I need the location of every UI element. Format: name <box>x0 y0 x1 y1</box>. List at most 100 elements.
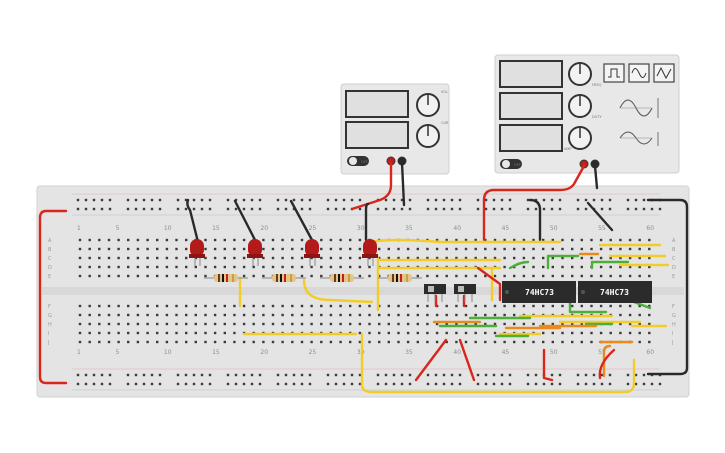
breadboard-hole[interactable] <box>84 198 88 202</box>
breadboard-hole[interactable] <box>628 247 632 251</box>
breadboard-hole[interactable] <box>542 207 546 211</box>
breadboard-hole[interactable] <box>310 313 313 317</box>
breadboard-hole[interactable] <box>226 382 230 386</box>
breadboard-hole[interactable] <box>242 322 246 326</box>
breadboard-hole[interactable] <box>492 373 496 377</box>
breadboard-hole[interactable] <box>342 373 346 377</box>
breadboard-hole[interactable] <box>208 382 212 386</box>
breadboard-hole[interactable] <box>276 382 280 386</box>
breadboard-hole[interactable] <box>308 207 312 211</box>
breadboard-hole[interactable] <box>590 256 593 260</box>
breadboard-hole[interactable] <box>648 238 651 242</box>
breadboard-hole[interactable] <box>493 304 497 308</box>
breadboard-hole[interactable] <box>78 256 82 260</box>
breadboard-hole[interactable] <box>592 382 596 386</box>
breadboard-hole[interactable] <box>271 340 275 344</box>
breadboard-hole[interactable] <box>252 304 255 308</box>
breadboard-hole[interactable] <box>175 247 178 251</box>
breadboard-hole[interactable] <box>233 247 236 251</box>
breadboard-hole[interactable] <box>213 265 217 269</box>
breadboard-hole[interactable] <box>98 238 101 242</box>
breadboard-hole[interactable] <box>194 322 197 326</box>
breadboard-hole[interactable] <box>580 247 583 251</box>
breadboard-hole[interactable] <box>642 373 646 377</box>
breadboard-hole[interactable] <box>117 304 120 308</box>
breadboard-hole[interactable] <box>117 238 120 242</box>
breadboard-hole[interactable] <box>204 238 207 242</box>
breadboard-hole[interactable] <box>571 265 574 269</box>
breadboard-hole[interactable] <box>628 313 632 317</box>
breadboard-hole[interactable] <box>522 265 526 269</box>
breadboard-hole[interactable] <box>608 382 612 386</box>
breadboard-hole[interactable] <box>88 340 91 344</box>
breadboard-hole[interactable] <box>78 265 82 269</box>
breadboard-hole[interactable] <box>233 265 236 269</box>
breadboard-hole[interactable] <box>626 382 630 386</box>
breadboard-hole[interactable] <box>542 198 546 202</box>
breadboard-hole[interactable] <box>619 265 622 269</box>
breadboard-hole[interactable] <box>213 238 217 242</box>
breadboard-hole[interactable] <box>493 322 497 326</box>
breadboard-hole[interactable] <box>464 238 468 242</box>
breadboard-hole[interactable] <box>634 373 638 377</box>
breadboard-hole[interactable] <box>406 331 410 335</box>
breadboard-hole[interactable] <box>329 340 333 344</box>
breadboard-hole[interactable] <box>258 198 262 202</box>
breadboard-hole[interactable] <box>136 256 140 260</box>
breadboard-hole[interactable] <box>551 274 554 278</box>
breadboard-hole[interactable] <box>628 265 632 269</box>
breadboard-hole[interactable] <box>599 265 603 269</box>
breadboard-hole[interactable] <box>136 304 140 308</box>
breadboard-hole[interactable] <box>100 207 104 211</box>
breadboard-hole[interactable] <box>368 331 371 335</box>
breadboard-hole[interactable] <box>339 313 342 317</box>
breadboard-hole[interactable] <box>342 207 346 211</box>
breadboard-hole[interactable] <box>320 265 323 269</box>
breadboard-hole[interactable] <box>464 274 468 278</box>
breadboard-hole[interactable] <box>628 238 632 242</box>
breadboard-hole[interactable] <box>584 382 588 386</box>
breadboard-hole[interactable] <box>522 238 526 242</box>
slide-switches[interactable] <box>424 284 476 302</box>
breadboard-hole[interactable] <box>184 373 188 377</box>
breadboard-hole[interactable] <box>233 304 236 308</box>
breadboard-hole[interactable] <box>571 322 574 326</box>
breadboard-hole[interactable] <box>233 322 236 326</box>
breadboard-hole[interactable] <box>534 207 538 211</box>
breadboard-hole[interactable] <box>146 247 149 251</box>
breadboard-hole[interactable] <box>271 304 275 308</box>
breadboard-hole[interactable] <box>408 198 412 202</box>
breadboard-hole[interactable] <box>378 256 381 260</box>
breadboard-hole[interactable] <box>204 304 207 308</box>
breadboard-hole[interactable] <box>165 238 169 242</box>
breadboard-hole[interactable] <box>580 304 583 308</box>
breadboard-hole[interactable] <box>175 313 178 317</box>
breadboard-hole[interactable] <box>329 256 333 260</box>
breadboard-hole[interactable] <box>176 382 180 386</box>
breadboard-hole[interactable] <box>271 247 275 251</box>
breadboard-hole[interactable] <box>458 198 462 202</box>
breadboard-hole[interactable] <box>542 340 545 344</box>
breadboard-hole[interactable] <box>117 331 120 335</box>
breadboard-hole[interactable] <box>638 274 641 278</box>
breadboard-hole[interactable] <box>358 247 362 251</box>
breadboard-hole[interactable] <box>349 265 352 269</box>
breadboard-hole[interactable] <box>358 331 362 335</box>
breadboard-hole[interactable] <box>194 313 197 317</box>
breadboard-hole[interactable] <box>476 373 480 377</box>
breadboard-hole[interactable] <box>150 198 154 202</box>
led-4[interactable] <box>362 239 378 266</box>
breadboard-hole[interactable] <box>358 382 362 386</box>
breadboard-hole[interactable] <box>474 238 477 242</box>
power-supply-small[interactable]: VOL CUR OFF <box>340 83 450 175</box>
led-3[interactable] <box>304 239 320 266</box>
breadboard-hole[interactable] <box>156 331 159 335</box>
breadboard-hole[interactable] <box>542 322 545 326</box>
breadboard-hole[interactable] <box>406 256 410 260</box>
breadboard-hole[interactable] <box>136 313 140 317</box>
breadboard-hole[interactable] <box>500 373 504 377</box>
breadboard-hole[interactable] <box>503 304 506 308</box>
breadboard-hole[interactable] <box>300 198 304 202</box>
breadboard-hole[interactable] <box>146 304 149 308</box>
breadboard-hole[interactable] <box>271 313 275 317</box>
